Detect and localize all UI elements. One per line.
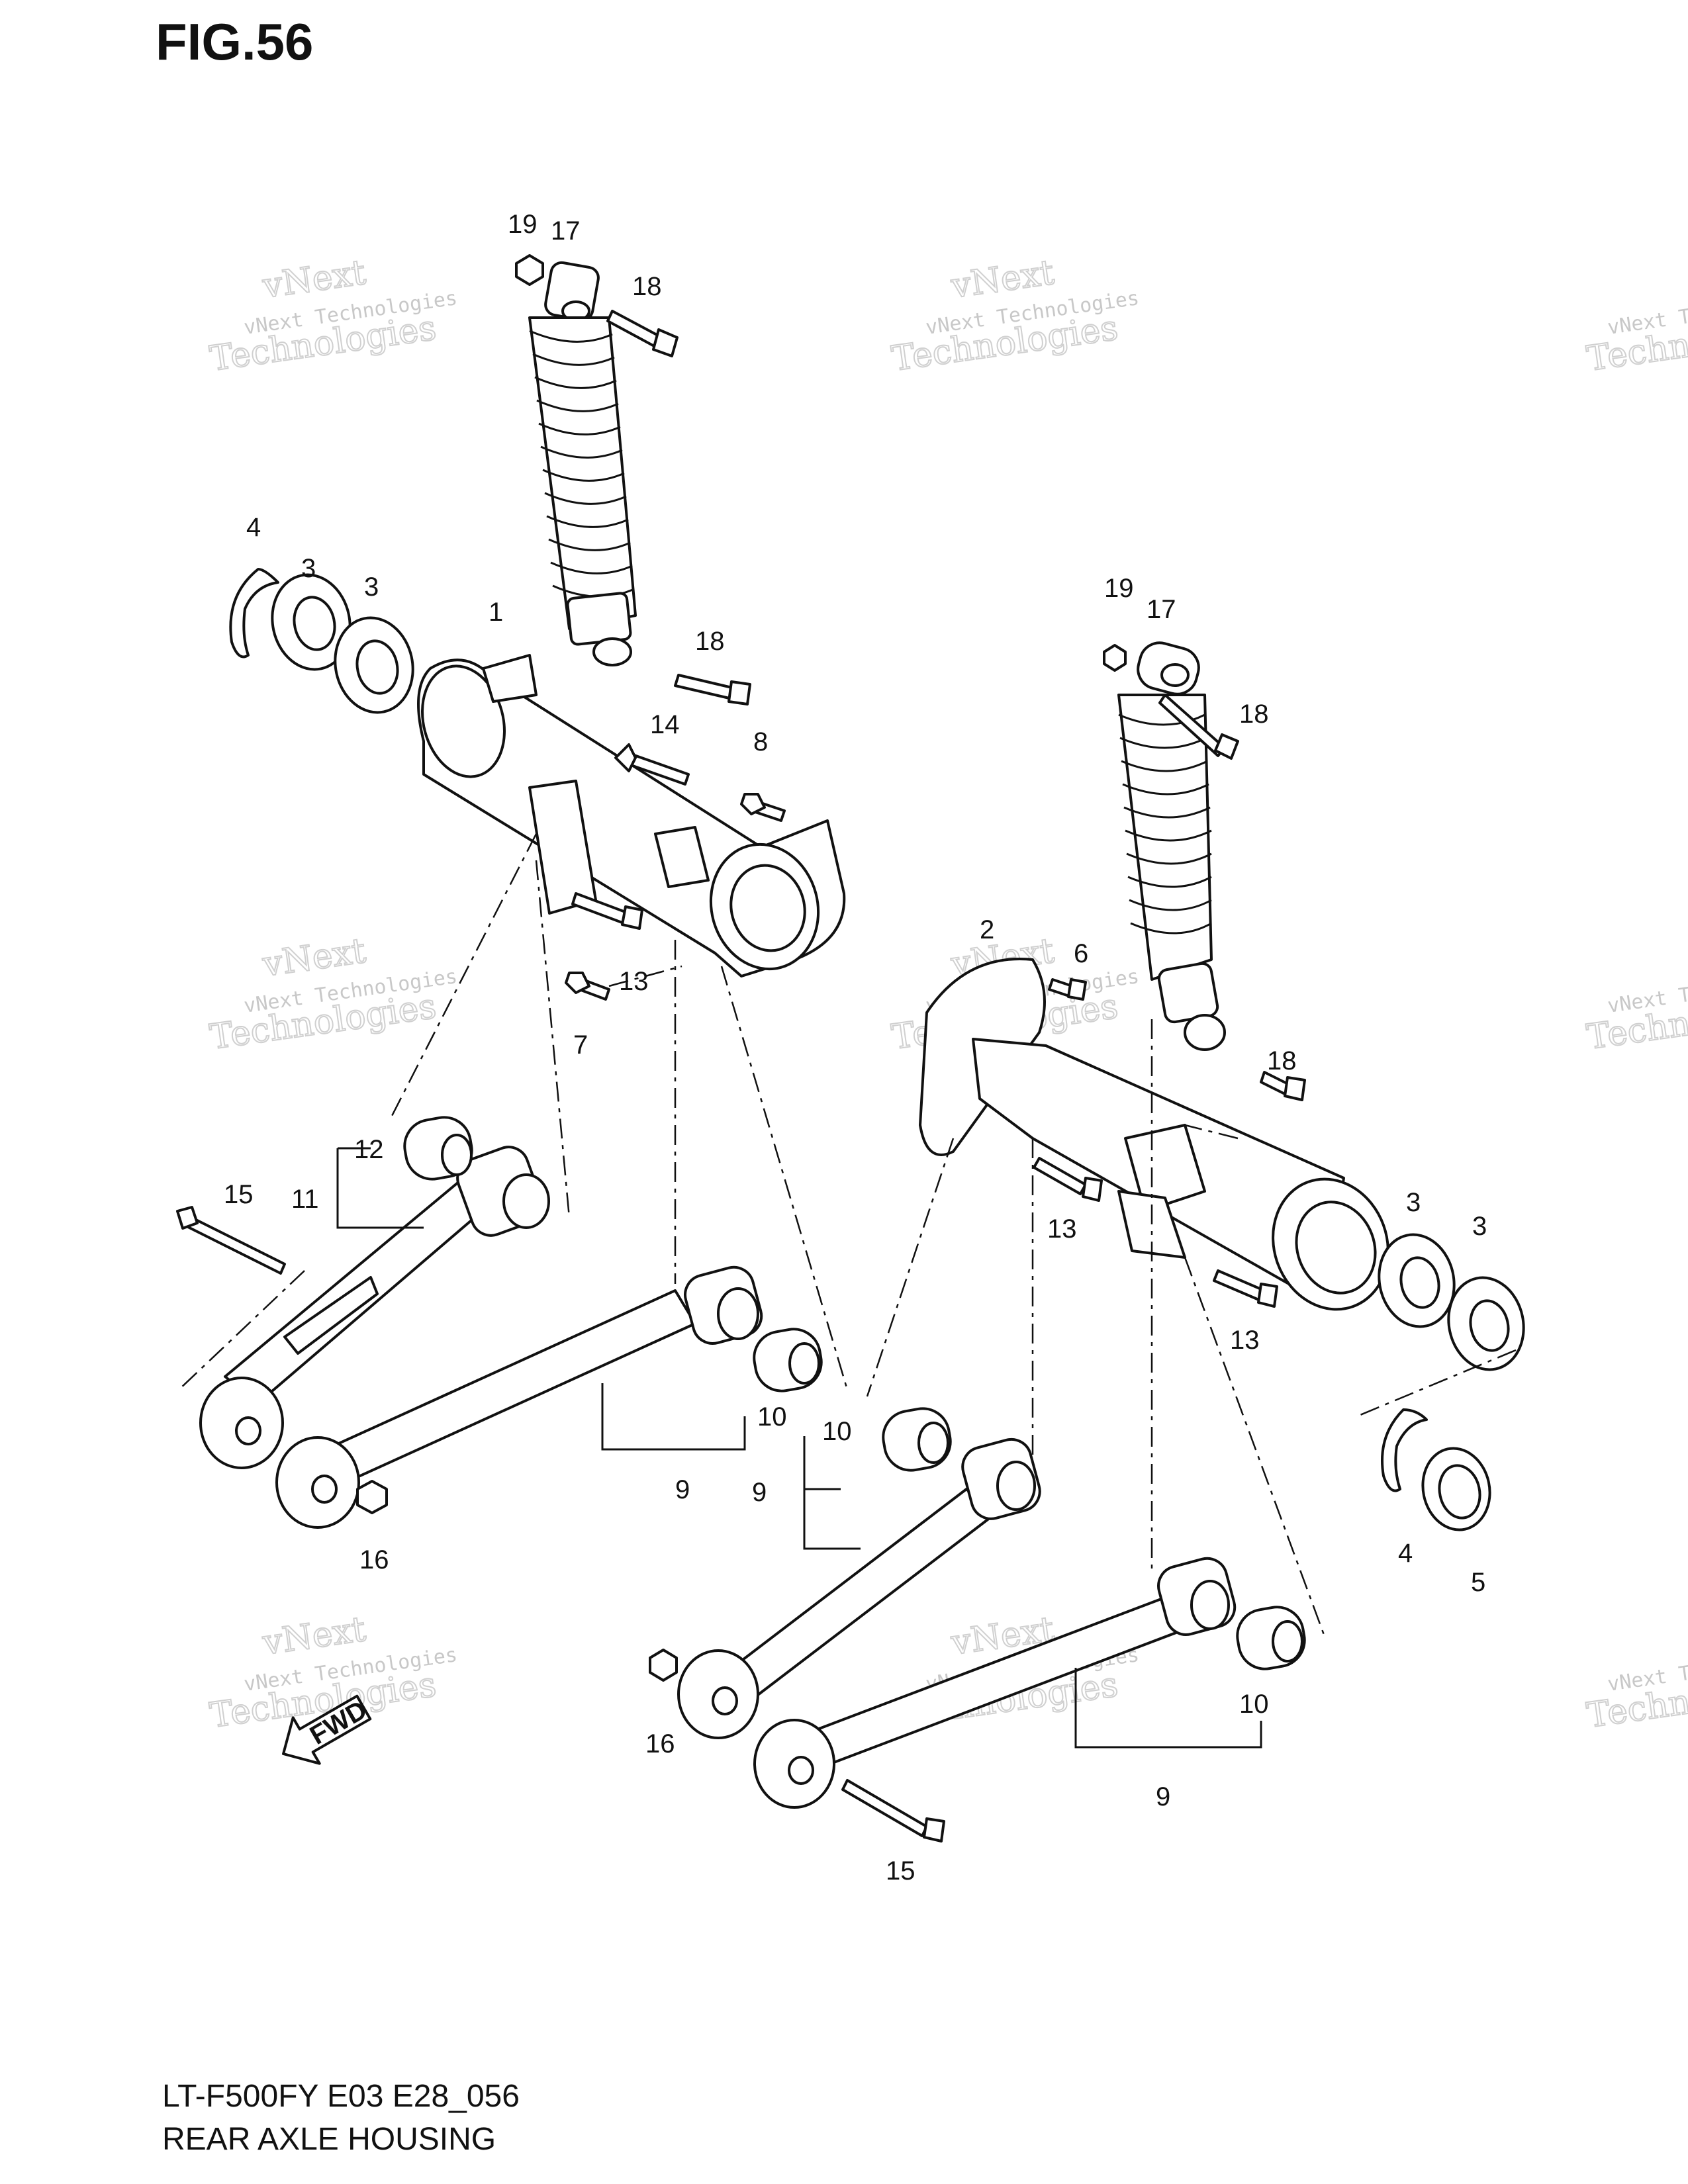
callout-9: 9: [1156, 1782, 1170, 1811]
callout-18: 18: [1239, 700, 1269, 729]
bracket-9-left: [601, 1383, 746, 1451]
bolt-14: [614, 743, 690, 786]
callout-15: 15: [886, 1856, 915, 1886]
bolt-18-right-mid: [1260, 1071, 1306, 1101]
spring-left: [528, 316, 637, 630]
svg-text:vNext: vNext: [259, 253, 368, 306]
callout-10: 10: [757, 1402, 787, 1432]
model-code: LT-F500FY E03 E28_056: [162, 2079, 520, 2114]
callout-3: 3: [1406, 1188, 1421, 1217]
leader-line: [1184, 1257, 1325, 1635]
callout-11: 11: [291, 1185, 319, 1214]
callout-4: 4: [246, 513, 261, 542]
shock-absorber-right: [1103, 641, 1226, 1051]
callout-4: 4: [1398, 1539, 1413, 1568]
section-name: REAR AXLE HOUSING: [162, 2122, 496, 2157]
callout-17: 17: [1147, 595, 1176, 624]
bracket-9-right-upper: [803, 1436, 861, 1550]
svg-text:vNext: vNext: [259, 1610, 368, 1663]
leader-line: [866, 1138, 955, 1397]
nut-16-left: [356, 1480, 388, 1514]
callout-17: 17: [551, 216, 581, 246]
callout-7: 7: [573, 1030, 588, 1060]
callout-13: 13: [619, 967, 649, 996]
bracket-11: [336, 1148, 424, 1229]
callout-1: 1: [489, 598, 503, 627]
leader-line: [1356, 1349, 1517, 1418]
control-arm-11: [199, 1146, 550, 1469]
bolt-18-top: [606, 310, 679, 357]
bearing-3-right-a: [1378, 1233, 1456, 1328]
callout-13: 13: [1047, 1214, 1077, 1244]
callout-3: 3: [364, 572, 379, 602]
control-arm-9-right-lower: [753, 1557, 1237, 1809]
nut-19-right: [1103, 644, 1127, 672]
bushing-10-right-a: [882, 1407, 952, 1472]
leader-line: [1184, 1124, 1239, 1140]
bearing-3-left-a: [271, 573, 352, 671]
bushing-10-left: [753, 1328, 823, 1392]
callout-9: 9: [675, 1475, 690, 1504]
callout-12: 12: [354, 1135, 384, 1164]
callout-15: 15: [224, 1180, 254, 1209]
callout-18: 18: [1267, 1046, 1297, 1075]
bushing-10-right-b: [1236, 1606, 1306, 1670]
circlip-4-right: [1381, 1408, 1428, 1492]
svg-text:vNext: vNext: [948, 253, 1056, 306]
bushing-12: [403, 1116, 473, 1181]
callout-16: 16: [359, 1545, 389, 1574]
callout-5: 5: [1471, 1568, 1485, 1597]
callout-3: 3: [301, 554, 316, 583]
leader-line: [608, 965, 682, 987]
callout-16: 16: [645, 1729, 675, 1758]
bolt-6: [1048, 978, 1087, 1001]
callout-13: 13: [1230, 1326, 1260, 1355]
callout-10: 10: [1239, 1690, 1269, 1719]
bracket-9-right-lower: [1074, 1668, 1262, 1749]
bolt-7: [565, 972, 610, 1001]
callout-19: 19: [508, 210, 538, 239]
callout-6: 6: [1074, 939, 1088, 968]
figure-title: FIG.56: [156, 13, 314, 71]
bolt-13-left: [571, 892, 643, 930]
nut-19-left: [515, 254, 544, 286]
callout-8: 8: [753, 727, 768, 756]
bearing-3-left-b: [334, 616, 414, 714]
bolt-8: [740, 793, 786, 822]
bolt-18-right-top: [1158, 694, 1239, 760]
axle-housing-left: [417, 654, 846, 978]
callout-19: 19: [1104, 574, 1134, 603]
bolt-13-right-b: [1213, 1269, 1278, 1308]
nut-16-right: [649, 1649, 678, 1682]
bearing-3-right-b: [1447, 1276, 1525, 1371]
leader-line: [535, 860, 571, 1218]
leader-line: [178, 1270, 305, 1390]
control-arm-9-right-upper: [677, 1437, 1041, 1739]
bolt-15-right: [841, 1779, 945, 1843]
shock-absorber-left: [528, 261, 637, 666]
callouts: 19 17 18 4 3 3 1 18 14 8 13 7 12 11 15 1…: [224, 210, 1487, 1886]
callout-18: 18: [632, 272, 662, 301]
callout-9: 9: [752, 1478, 767, 1507]
callout-14: 14: [650, 710, 680, 739]
callout-18: 18: [695, 627, 725, 656]
callout-2: 2: [980, 915, 994, 944]
bolt-15-left: [176, 1206, 286, 1275]
oil-seal-5: [1421, 1447, 1491, 1531]
circlip-4-left: [229, 568, 279, 659]
callout-10: 10: [822, 1417, 852, 1446]
callout-3: 3: [1472, 1212, 1487, 1241]
axle-housing-right: [919, 958, 1389, 1311]
bolt-18-mid: [674, 674, 751, 705]
bolt-13-right-a: [1033, 1157, 1103, 1202]
svg-text:vNext: vNext: [259, 931, 368, 985]
leader-line: [389, 833, 538, 1119]
control-arm-9-left: [275, 1265, 763, 1529]
